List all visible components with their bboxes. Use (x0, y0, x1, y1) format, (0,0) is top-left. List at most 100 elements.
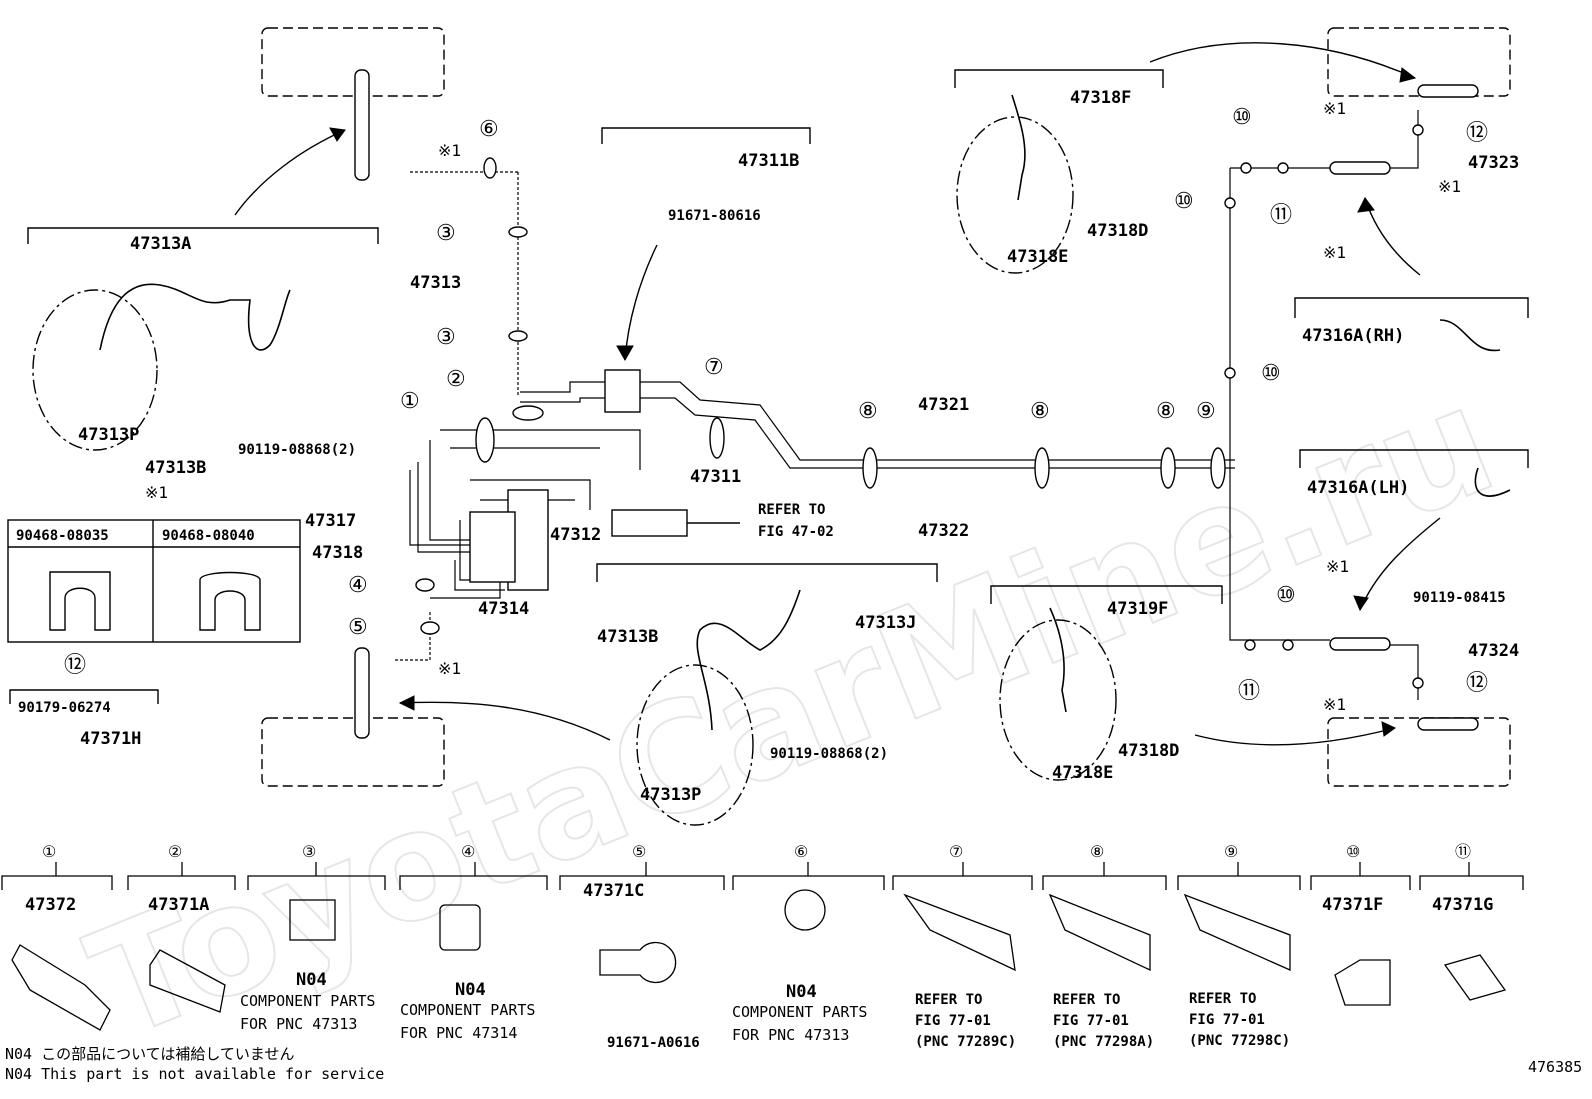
legend-part-8: REFER TO (1053, 992, 1120, 1008)
pipe-stub-bottom-left (354, 647, 370, 739)
watermark: ToyotaCarMine.ru (68, 353, 1516, 1073)
label-47311B: 47311B (738, 151, 799, 171)
label-90119-08868-b: 90119-08868(2) (770, 746, 888, 762)
callout-8b: ⑧ (1030, 399, 1050, 424)
arrow-to-valve (624, 244, 658, 361)
arrow-to-top-right (1149, 42, 1416, 79)
mark-1-e: ※1 (1323, 243, 1346, 262)
group-bracket-47311B (601, 127, 811, 144)
refer-fig-line2: FIG 47-02 (758, 524, 834, 540)
mount-area-bottom-right (1327, 717, 1511, 787)
mark-1-c: ※1 (1323, 99, 1346, 118)
group-bracket-90179 (9, 689, 159, 704)
label-47313A: 47313A (130, 234, 191, 254)
mark-1-table: ※1 (145, 483, 168, 502)
clip-11a (1277, 162, 1289, 174)
pipe-stub-47324 (1329, 637, 1391, 651)
callout-10a: ⑩ (1232, 105, 1252, 130)
hose-47318F (1011, 94, 1026, 201)
clip-1 (475, 417, 495, 463)
legend-num-7: ⑦ (949, 842, 963, 861)
legend-num-8: ⑧ (1090, 842, 1104, 861)
mark-1-g: ※1 (1323, 695, 1346, 714)
clip-2 (512, 405, 544, 421)
label-47314: 47314 (478, 599, 529, 619)
callout-6: ⑥ (479, 117, 499, 142)
pipe-stub-top-left (354, 69, 370, 181)
refer-fig-line1: REFER TO (758, 502, 825, 518)
hose-47319F (1049, 607, 1067, 713)
clip-8b (1034, 447, 1050, 489)
callout-8a: ⑧ (858, 399, 878, 424)
clip-11b (1244, 639, 1256, 651)
callout-12b: ⑫ (1466, 671, 1488, 696)
arrow-to-bottom-left (399, 701, 611, 741)
legend-extra-5: 91671-A0616 (607, 1035, 700, 1051)
actuator-block (469, 511, 516, 583)
label-47318D-b: 47318D (1118, 741, 1179, 761)
label-47321: 47321 (918, 395, 969, 415)
label-47313P-a: 47313P (78, 425, 139, 445)
clip-12a (1412, 124, 1424, 136)
legend-note-7a: FIG 77-01 (915, 1013, 991, 1029)
legend-part-7: REFER TO (915, 992, 982, 1008)
clip-6 (483, 157, 497, 179)
legend-num-2: ② (168, 842, 182, 861)
group-bracket-47316A-LH (1299, 449, 1529, 468)
legend-num-11: ⑪ (1455, 842, 1471, 861)
legend-note-6b: FOR PNC 47313 (732, 1026, 849, 1044)
service-note-en: N04 This part is not available for servi… (5, 1065, 384, 1083)
label-47316A-LH: 47316A(LH) (1307, 478, 1409, 498)
legend-note-3b: FOR PNC 47313 (240, 1015, 357, 1033)
mark-1-a: ※1 (438, 141, 461, 160)
group-bracket-47313A (27, 227, 379, 244)
label-47316A-RH: 47316A(RH) (1302, 326, 1404, 346)
mark-1-b: ※1 (438, 659, 461, 678)
clip-4 (415, 578, 435, 592)
legend-note-3a: COMPONENT PARTS (240, 992, 375, 1010)
arrow-to-top-left (234, 129, 346, 216)
legend-part-9: REFER TO (1189, 991, 1256, 1007)
service-note-ja: N04 この部品については補給していません (5, 1045, 294, 1063)
proportioning-valve (604, 369, 641, 413)
callout-12c: ⑫ (64, 653, 86, 678)
clip-9 (1210, 447, 1226, 489)
detail-circle-47318E-b (999, 619, 1117, 781)
legend-note-8b: (PNC 77298A) (1053, 1034, 1154, 1050)
legend-note-4a: COMPONENT PARTS (400, 1001, 535, 1019)
callout-8c: ⑧ (1156, 399, 1176, 424)
legend-num-1: ① (42, 842, 56, 861)
legend-part-4: N04 (455, 980, 486, 1000)
detail-circle-47318E-a (956, 116, 1074, 274)
label-90179-06274: 90179-06274 (18, 700, 111, 716)
mark-1-d: ※1 (1438, 177, 1461, 196)
detail-circle-47313P-b (636, 664, 754, 826)
hose-47316A-LH (1474, 467, 1511, 497)
hose-47316A-RH (1439, 319, 1501, 352)
callout-7: ⑦ (704, 355, 724, 380)
pipe-stub-47323 (1329, 161, 1391, 175)
clip-table (7, 519, 301, 643)
legend-note-6a: COMPONENT PARTS (732, 1003, 867, 1021)
legend-note-7b: (PNC 77289C) (915, 1034, 1016, 1050)
mount-area-top-left (261, 27, 445, 97)
figure-id: 476385 (1528, 1058, 1582, 1076)
legend-num-4: ④ (461, 842, 475, 861)
pipe-stub-top-right (1417, 84, 1479, 98)
group-bracket-47313J (596, 563, 938, 582)
legend-num-3: ③ (302, 842, 316, 861)
brake-line-47321 (640, 381, 1235, 461)
label-47319F: 47319F (1107, 599, 1168, 619)
legend-note-8a: FIG 77-01 (1053, 1013, 1129, 1029)
group-bracket-47318F (954, 69, 1164, 88)
label-47312: 47312 (550, 525, 601, 545)
label-47318F: 47318F (1070, 88, 1131, 108)
legend-note-4b: FOR PNC 47314 (400, 1024, 517, 1042)
label-47318E-b: 47318E (1052, 763, 1113, 783)
clip-10b (1240, 162, 1252, 174)
legend-num-6: ⑥ (794, 842, 808, 861)
hose-47313J (696, 589, 801, 731)
legend-part-11: 47371G (1432, 895, 1493, 915)
callout-10d: ⑩ (1276, 583, 1296, 608)
label-90119-08868-a: 90119-08868(2) (238, 442, 356, 458)
